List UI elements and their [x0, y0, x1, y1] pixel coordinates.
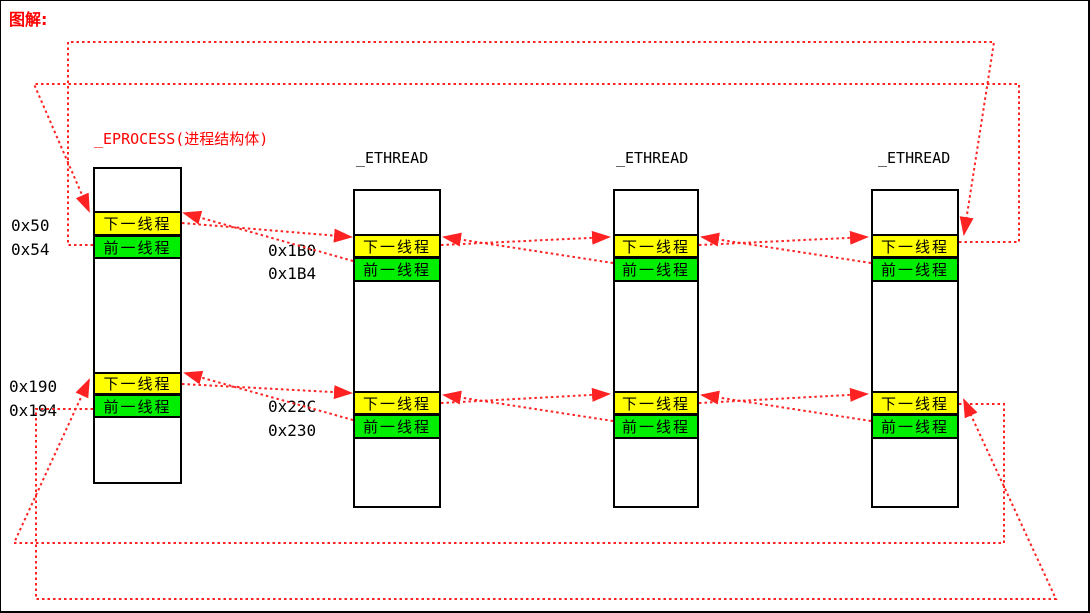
ethread1-next2-cell: 下一线程	[353, 391, 441, 415]
link-blink-t2-to-t1-row1	[442, 232, 614, 264]
link-flink-t2-to-t3-row1	[698, 230, 869, 246]
link-flink-t2-to-t3-row2	[698, 387, 869, 404]
link-blink-t2-to-t1-row2	[442, 390, 614, 422]
link-flink-t1-to-t2-row1	[440, 230, 611, 246]
eprocess-offset-next2: 0x190	[9, 377, 58, 396]
ethread3-prev1-cell: 前一线程	[871, 257, 959, 282]
eprocess-offset-next1: 0x50	[11, 216, 50, 235]
eprocess-label: _EPROCESS(进程结构体)	[94, 130, 269, 148]
ethread2-next1-cell: 下一线程	[613, 234, 699, 258]
ethread2-label: _ETHREAD	[616, 149, 689, 167]
ethread-offset-next1: 0x1B0	[268, 241, 317, 260]
ethread1-prev1-cell: 前一线程	[353, 257, 441, 282]
ethread2-prev1-cell: 前一线程	[613, 257, 699, 282]
ethread-offset-prev1: 0x1B4	[268, 264, 317, 283]
link-blink-t3-to-t2-row2	[700, 390, 872, 422]
ethread3-prev2-cell: 前一线程	[871, 414, 959, 439]
ethread1-label: _ETHREAD	[356, 149, 429, 167]
eprocess-offset-prev2: 0x194	[9, 401, 58, 420]
link-flink-ep-to-t1-row2	[181, 383, 353, 400]
figure-title: 图解:	[9, 10, 48, 29]
ethread-offset-prev2: 0x230	[268, 421, 317, 440]
ethread2-prev2-cell: 前一线程	[613, 414, 699, 439]
eprocess-prev1-cell: 前一线程	[93, 235, 182, 259]
eprocess-prev2-cell: 前一线程	[93, 394, 182, 418]
eprocess-next1-cell: 下一线程	[93, 211, 182, 236]
eprocess-offset-prev1: 0x54	[11, 240, 50, 259]
ethread3-label: _ETHREAD	[878, 149, 951, 167]
eprocess-next2-cell: 下一线程	[93, 372, 182, 395]
ethread-offset-next2: 0x22C	[268, 397, 317, 416]
ethread3-next1-cell: 下一线程	[871, 234, 959, 258]
ethread2-next2-cell: 下一线程	[613, 391, 699, 415]
ethread1-prev2-cell: 前一线程	[353, 414, 441, 439]
link-flink-ep-to-t1-row1	[181, 222, 353, 243]
ethread1-next1-cell: 下一线程	[353, 234, 441, 258]
link-flink-t1-to-t2-row2	[440, 387, 611, 404]
link-blink-t3-to-t2-row1	[700, 232, 872, 264]
ethread3-next2-cell: 下一线程	[871, 391, 959, 415]
